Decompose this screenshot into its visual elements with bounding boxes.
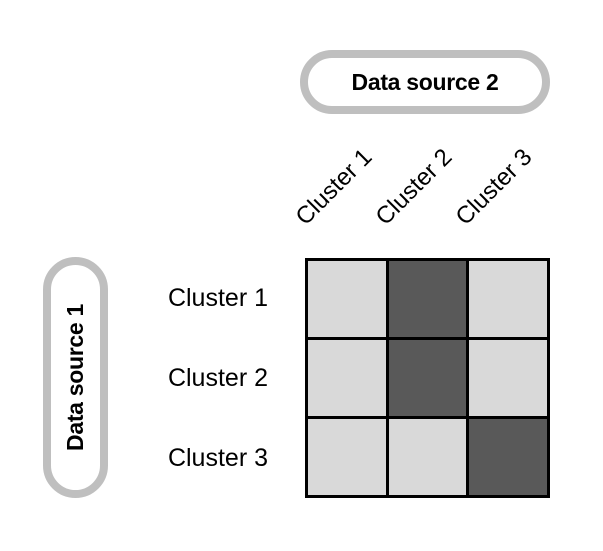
matrix-cell-r3-c2 xyxy=(388,419,467,495)
matrix-grid xyxy=(305,258,550,498)
data-source-2-pill: Data source 2 xyxy=(300,50,550,114)
matrix-cell-r3-c1 xyxy=(308,419,386,495)
row-label-1: Cluster 1 xyxy=(167,284,268,312)
matrix-cell-r3-c3 xyxy=(469,419,547,495)
matrix-cell-r1-c3 xyxy=(469,261,547,337)
row-label-3: Cluster 3 xyxy=(167,444,268,472)
matrix-cell-r1-c1 xyxy=(308,261,386,337)
matrix-cell-r1-c2 xyxy=(388,261,467,337)
column-label-1: Cluster 1 xyxy=(290,143,378,231)
column-label-3: Cluster 3 xyxy=(450,143,538,231)
data-source-1-label: Data source 1 xyxy=(62,304,89,451)
matrix-cell-r2-c1 xyxy=(308,340,386,416)
matrix-cell-r2-c2 xyxy=(388,340,467,416)
row-label-2: Cluster 2 xyxy=(167,364,268,392)
matrix-cell-r2-c3 xyxy=(469,340,547,416)
column-label-2: Cluster 2 xyxy=(370,143,458,231)
data-source-2-label: Data source 2 xyxy=(351,68,499,95)
data-source-1-pill: Data source 1 xyxy=(43,257,108,498)
